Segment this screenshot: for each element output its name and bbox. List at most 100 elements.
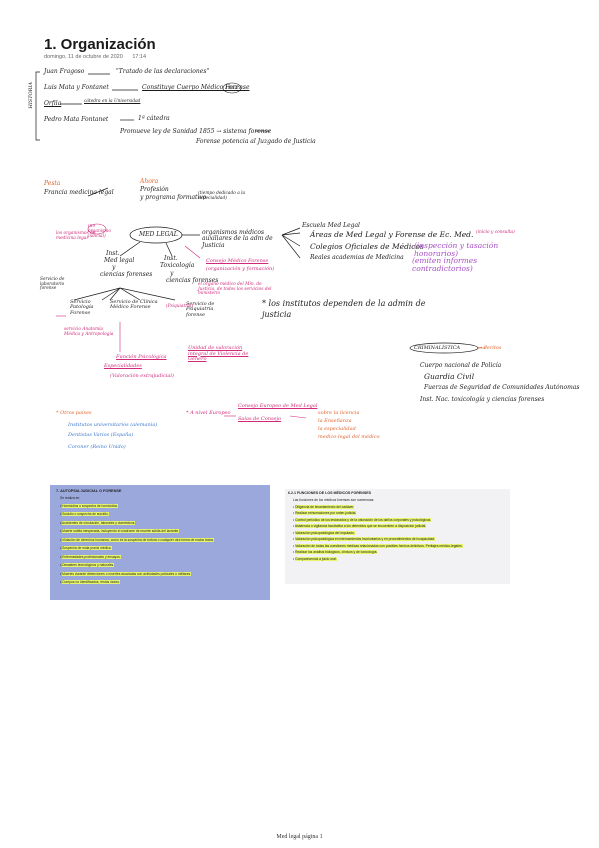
doc-funciones-item: • Realizar los análisis biológicos, clín…: [293, 550, 505, 555]
doc-autopsia-item: • Suicidio o sospecha de suicidio.: [60, 512, 265, 517]
doc-autopsia-item: • Sospecha de mala praxis médica.: [60, 546, 265, 551]
doc-autopsia-item: • Muerte súbita inesperada, incluyendo e…: [60, 529, 265, 534]
page-date: domingo, 11 de octubre de 2020 17:14: [44, 54, 146, 60]
history-row-1-work: "Tratado de las declaraciones": [116, 68, 210, 75]
francia-target2: y programa formativo: [140, 194, 207, 201]
mindmap-right-note-1: (inicio y consulta): [476, 230, 515, 235]
pink-mid: Unidad de valoración integral de Violenc…: [188, 345, 249, 362]
doc-funciones-item-text: Diligencia de levantamiento del cadáver.: [295, 505, 355, 509]
page-footer: Med legal página 1: [276, 834, 323, 840]
mid-branch-1: Inst.: [164, 255, 178, 262]
sub-node-2: Servicio Patología Forense: [70, 299, 94, 316]
doc-funciones-item: • Valoración psicopatológica en internam…: [293, 537, 505, 542]
page-title: 1. Organización: [44, 36, 156, 53]
doc-autopsia-item: • Cuerpos no identificados, restos óseos…: [60, 580, 265, 585]
doc-funciones-item: • Diligencia de levantamiento del cadáve…: [293, 505, 505, 509]
doc-funciones-item-text: Valoración psicopatológica en internamie…: [295, 537, 436, 542]
mindmap-right-note-3: (emiten informes contradictorios): [412, 256, 478, 273]
asterisk-note: * los institutos dependen de la admin de…: [262, 299, 426, 320]
doc-funciones-title: 6.2.1 FUNCIONES DE LOS MÉDICOS FORENSES: [288, 491, 372, 495]
doc-funciones-item: • Control periódico de los lesionados y …: [293, 517, 505, 522]
crim-item-4: Inst. Nac. toxicología y ciencias forens…: [420, 396, 545, 403]
left-branch-2: Med legal: [104, 257, 135, 264]
usa-item-3: Coroner (Reino Unido): [68, 444, 126, 450]
history-row-2-work: Constituye Cuerpo Médico Forense: [142, 84, 250, 91]
doc-funciones-list: • Diligencia de levantamiento del cadáve…: [293, 505, 505, 564]
doc-funciones-item-text: Control periódico de los lesionados y de…: [295, 517, 432, 522]
doc-funciones-item-text: Comparecencia a juicio oral.: [295, 556, 337, 561]
bullet-icon: •: [60, 504, 62, 508]
doc-autopsia-item: • Muertes durante detenciones o muertes …: [60, 571, 265, 576]
pink-note-1: Función Psicológica: [116, 354, 167, 360]
doc-autopsia-item: • Desastres tecnológicos y naturales.: [60, 563, 265, 568]
doc-autopsia-item-text: Muerte súbita inesperada, incluyendo el …: [62, 529, 180, 534]
sub-node-1: Servicio de laboratorio forense: [40, 277, 65, 292]
bullet-icon: •: [293, 517, 295, 522]
bullet-icon: •: [293, 550, 295, 555]
francia-label-top: Pesta: [44, 180, 61, 187]
doc-autopsia-item-text: Muertes durante detenciones o muertes as…: [62, 571, 192, 576]
doc-funciones-item-text: Asistencia o vigilancia facultativa a lo…: [294, 524, 427, 529]
mindmap-left-note: los organismos de medicina legal: [56, 231, 96, 241]
europe-right-2: la Enseñanza: [318, 418, 352, 424]
history-row-3-note: cátedra en la Universidad: [84, 99, 141, 104]
europe-right-4: medico-legal del médico: [318, 434, 380, 440]
mindmap-right-item-4: Reales academias de Medicina: [310, 254, 404, 261]
doc-autopsia-item-text: Accidentes de circulación, laborales y d…: [61, 520, 136, 525]
doc-autopsia-item-text: Sospecha de mala praxis médica.: [62, 546, 112, 551]
history-row-2-author: Luis Mata y Fontanet: [44, 84, 109, 91]
left-branch-3: y: [112, 264, 116, 271]
mid-branch-3: y: [170, 270, 174, 277]
servicio-note-1: (Psiquiatría): [166, 304, 193, 309]
francia-target1: Profesión: [140, 186, 169, 193]
usa-item-1: Institutos universitarios (alemania): [68, 422, 158, 428]
history-row-4-author: Pedro Mata Fontanet: [44, 116, 109, 123]
doc-autopsia-item-text: Suicidio o sospecha de suicidio.: [62, 512, 109, 517]
mindmap-right-item-1: Escuela Med Legal: [302, 222, 360, 229]
doc-funciones-intro: Las funciones de los médicos forenses so…: [293, 498, 375, 502]
mid-branch-2: Toxicología: [160, 262, 195, 269]
crim-label: CRIMINALÍSTICA: [414, 345, 461, 351]
europe-label: * A nivel Europeo: [186, 410, 231, 416]
bullet-icon: •: [293, 556, 295, 561]
history-law-line2: Forense potencia al Juzgado de Justicia: [196, 138, 316, 145]
crim-note: → Peritos: [478, 345, 502, 351]
history-row-3-author: Orfila: [44, 100, 62, 107]
mid-branch-4: ciencias forenses: [166, 277, 219, 284]
time-text: 17:14: [132, 54, 147, 60]
doc-autopsia: 7. AUTOPSIA JUDICIAL O FORENSE Se realiz…: [50, 485, 270, 600]
doc-autopsia-item-text: Cuerpos no identificados, restos óseos.: [62, 580, 120, 585]
francia-label: Francia medicina legal: [44, 189, 114, 196]
doc-autopsia-item: • Homicidios o sospecha de homicidios.: [60, 504, 265, 508]
left-branch-4: ciencias forenses: [100, 271, 153, 278]
usa-label: * Otros países: [56, 410, 92, 416]
bullet-icon: •: [293, 543, 295, 548]
toxi-note: el órgano médico del Min. de Justicia, d…: [198, 282, 272, 297]
history-law-line: Promueve ley de Sanidad 1855 → sistema f…: [120, 128, 272, 135]
date-text: domingo, 11 de octubre de 2020: [44, 54, 123, 60]
bullet-icon: •: [293, 505, 295, 509]
history-row-1-author: Juan Fragoso: [44, 68, 85, 75]
doc-autopsia-item-text: Violación de derechos humanos, como es l…: [62, 537, 215, 542]
history-side-label: HISTORIA: [28, 82, 34, 109]
mindmap-right-item-3: Colegios Oficiales de Médicos: [310, 242, 424, 251]
europe-right-1: sobre la licencia: [318, 410, 360, 416]
doc-funciones-item-text: Realizar exhumaciones por orden judicial…: [295, 511, 357, 516]
bullet-icon: •: [60, 520, 62, 525]
bullet-icon: •: [293, 524, 295, 529]
bullet-icon: •: [60, 537, 62, 542]
mindmap-org-line: organismos médicos auxiliares de la adm …: [202, 229, 273, 249]
europe-sub: Salas de Consejo: [238, 416, 282, 422]
doc-autopsia-item: • Violación de derechos humanos, como es…: [60, 537, 265, 542]
consejo-label: Consejo Médico Forense: [206, 258, 269, 264]
sub-node-3: Servicio de Clínica Médico Forense: [110, 299, 158, 311]
doc-autopsia-item: • Enfermedades profesionales y ensayos.: [60, 554, 265, 559]
francia-target-top: Ahora: [140, 178, 159, 185]
doc-autopsia-list: • Homicidios o sospecha de homicidios. • …: [60, 504, 265, 590]
left-branch-1: Inst.: [106, 250, 120, 257]
doc-funciones: 6.2.1 FUNCIONES DE LOS MÉDICOS FORENSES …: [285, 489, 510, 584]
sub-node-4: Servicio de Psiquiatría forense: [186, 301, 215, 318]
doc-autopsia-item: • Accidentes de circulación, laborales y…: [60, 520, 265, 525]
mindmap-right-note-2: (inspección y tasación honorarios): [414, 241, 499, 258]
